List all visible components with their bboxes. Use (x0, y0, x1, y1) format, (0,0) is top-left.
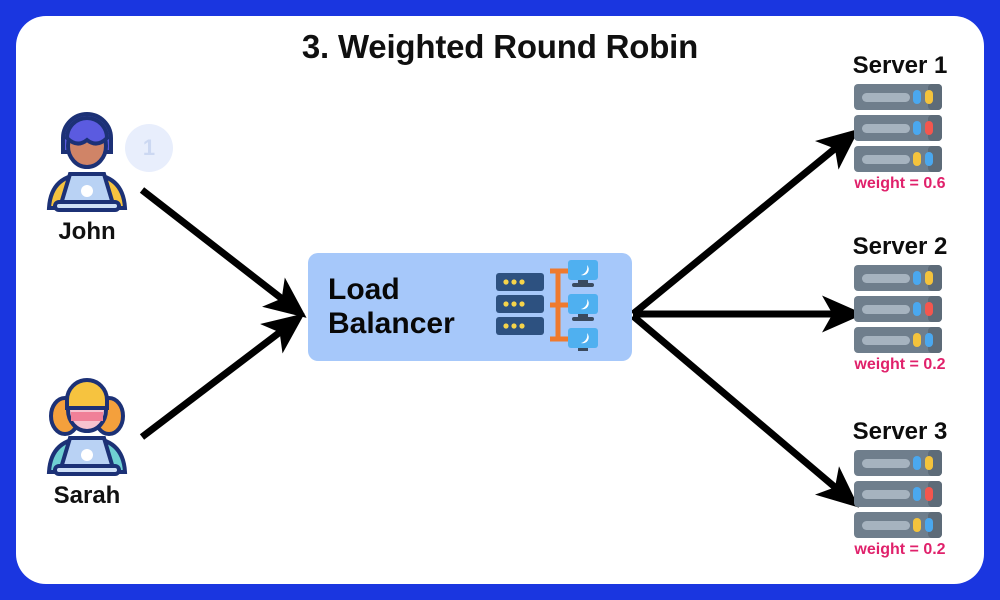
server-title: Server 3 (852, 418, 948, 445)
server-title: Server 2 (852, 233, 948, 260)
user-laptop-icon (46, 378, 128, 476)
user-laptop-icon (46, 112, 128, 212)
server-weight-label: weight = 0.6 (854, 175, 946, 192)
load-balancer-label: Load Balancer (328, 273, 455, 340)
server-rack-icon (800, 263, 1000, 355)
request-badge: 1 (125, 124, 173, 172)
avatar: 1 (27, 108, 173, 216)
client-sarah[interactable]: Sarah (12, 372, 162, 510)
server-weight-label: weight = 0.2 (854, 541, 946, 558)
client-name: John (58, 218, 116, 245)
server-weight-label: weight = 0.2 (854, 356, 946, 373)
client-john[interactable]: 1 John (12, 108, 173, 246)
server-rack-icon (800, 448, 1000, 540)
server-title: Server 1 (852, 52, 948, 79)
server-group-3[interactable]: Server 3 (800, 418, 1000, 559)
server-group-1[interactable]: Server 1 (800, 52, 1000, 193)
server-rack-icon (800, 82, 1000, 174)
load-balancer-network-icon (492, 259, 600, 356)
client-name: Sarah (53, 482, 121, 509)
load-balancer-box[interactable]: Load Balancer (308, 253, 632, 361)
page-title: 3. Weighted Round Robin (301, 28, 699, 65)
server-group-2[interactable]: Server 2 (800, 233, 1000, 374)
avatar (27, 372, 147, 480)
